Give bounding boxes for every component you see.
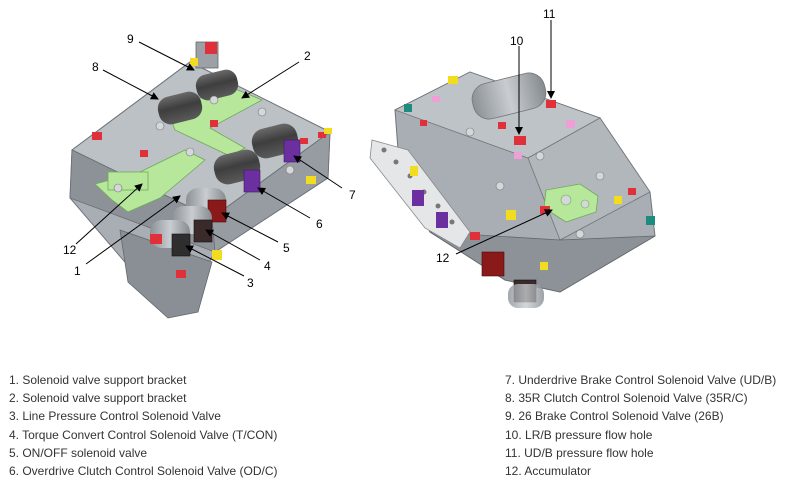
callout-9: 9: [127, 32, 134, 46]
callout-numbers: 1 2 3 4 5 6 7 8 9 10 11 12 12: [63, 7, 556, 290]
legend-item-1: 1. Solenoid valve support bracket: [9, 373, 187, 387]
legend-item-6: 6. Overdrive Clutch Control Solenoid Val…: [9, 464, 278, 479]
leader-12-left: [75, 183, 143, 245]
solenoid-9: [195, 69, 239, 101]
legend-item-10: 10. LR/B pressure flow hole: [505, 427, 653, 442]
legend-item-3: 3. Line Pressure Control Solenoid Valve: [9, 409, 221, 424]
leader-7: [293, 155, 343, 189]
leader-9: [138, 41, 195, 71]
solenoid-6: [213, 149, 261, 193]
legend-item-2: 2. Solenoid valve support bracket: [9, 391, 187, 406]
valve-body-diagram: 1 2 3 4 5 6 7 8 9 10 11 12 12: [63, 7, 656, 319]
callout-4: 4: [264, 259, 271, 273]
leader-5: [221, 212, 279, 243]
callout-10: 10: [510, 34, 524, 48]
callout-1: 1: [74, 264, 81, 278]
legend-item-8: 8. 35R Clutch Control Solenoid Valve (35…: [505, 391, 748, 406]
callout-3: 3: [247, 276, 254, 290]
callout-8: 8: [92, 60, 99, 74]
leader-2: [241, 61, 300, 99]
leader-8: [102, 69, 159, 100]
legend-left: 1. Solenoid valve support bracket 2. Sol…: [9, 371, 278, 480]
leader-6: [257, 187, 311, 219]
callout-6: 6: [316, 217, 323, 231]
callout-11: 11: [543, 7, 556, 21]
legend-item-9: 9. 26 Brake Control Solenoid Valve (26B): [505, 409, 724, 424]
legend-item-11: 11. UD/B pressure flow hole: [505, 445, 654, 460]
right-valve-body: [369, 71, 656, 308]
legend-item-5: 5. ON/OFF solenoid valve: [9, 445, 148, 460]
callout-5: 5: [283, 241, 290, 255]
left-valve-body: [69, 41, 332, 319]
callout-2: 2: [304, 49, 311, 63]
leader-lines: [75, 20, 555, 277]
leader-1: [85, 195, 181, 265]
solenoid-8: [157, 91, 203, 125]
leader-3: [185, 245, 245, 277]
callout-7: 7: [349, 188, 356, 202]
bracket-1: [94, 149, 206, 213]
callout-12-right: 12: [436, 251, 450, 265]
leader-12-right: [455, 209, 553, 255]
legend-item-4: 4. Torque Convert Control Solenoid Valve…: [9, 427, 278, 442]
leader-4: [205, 229, 261, 261]
legend-right: 7. Underdrive Brake Control Solenoid Val…: [505, 371, 776, 480]
callout-12-left: 12: [63, 243, 77, 257]
legend-item-12: 12. Accumulator: [505, 464, 592, 479]
legend-item-7: 7. Underdrive Brake Control Solenoid Val…: [505, 373, 777, 387]
